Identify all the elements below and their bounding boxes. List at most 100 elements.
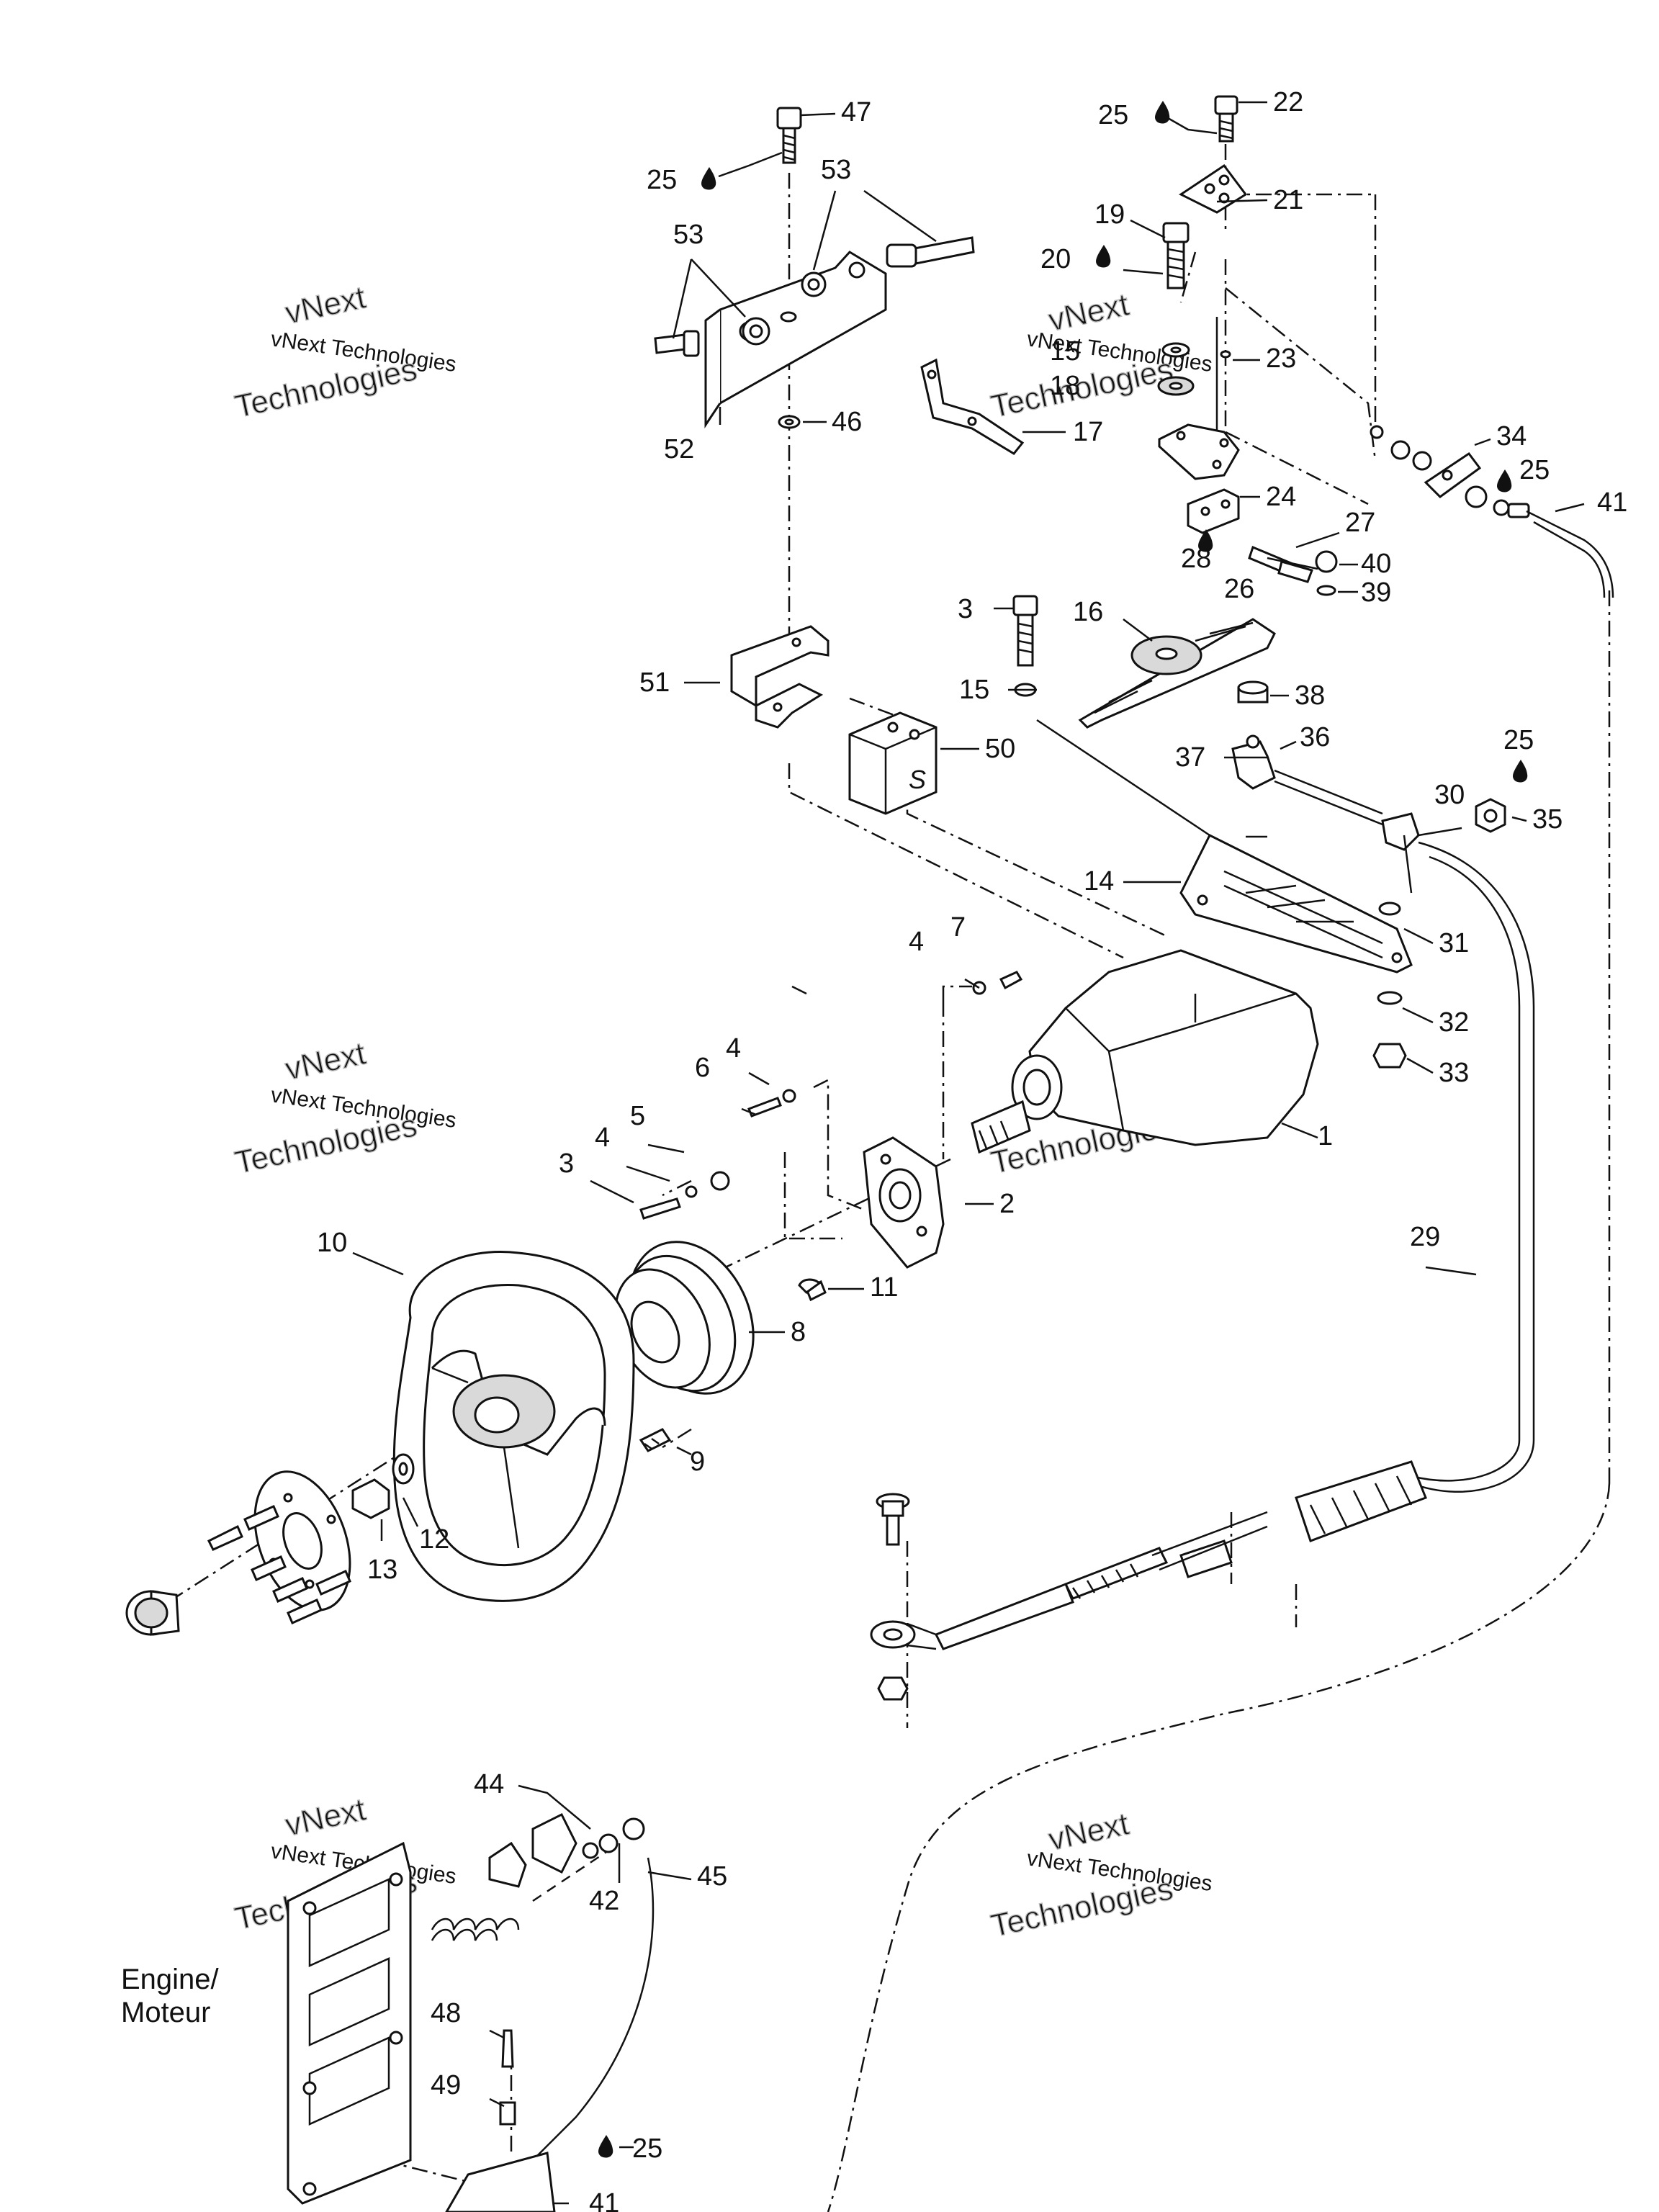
cable-41 — [1526, 510, 1614, 598]
callout-53: 53 — [821, 155, 851, 185]
watermark-mid-left: vNext vNext Technologies Technologies — [231, 1035, 458, 1182]
callout-27: 27 — [1345, 508, 1375, 538]
bracket-14 — [1179, 833, 1413, 974]
oil-drop-icon — [701, 167, 716, 190]
engine-label-line1: Engine/ — [121, 1964, 220, 1995]
callout-51: 51 — [639, 667, 670, 698]
callout-19: 19 — [1094, 199, 1125, 230]
callout-45: 45 — [697, 1861, 727, 1892]
stud-53 — [654, 236, 975, 357]
callout-14: 14 — [1084, 866, 1114, 896]
callout-53: 53 — [673, 220, 703, 250]
callout-25: 25 — [647, 165, 677, 195]
oil-drop-icon — [1513, 760, 1528, 783]
block-letter: S — [909, 765, 926, 794]
cable-41-engine — [445, 1857, 655, 2212]
callout-3: 3 — [958, 594, 973, 624]
callout-18: 18 — [1050, 371, 1080, 401]
plate-21 — [1179, 163, 1248, 214]
svg-text:Technologies: Technologies — [988, 351, 1176, 424]
hardware-31-32-33 — [1372, 902, 1407, 1069]
engine-block — [287, 1841, 412, 2205]
callout-25: 25 — [1098, 100, 1128, 130]
oil-drop-icon — [1096, 245, 1111, 268]
bracket-34 — [1370, 425, 1530, 518]
callout-2: 2 — [999, 1189, 1015, 1219]
callout-7: 7 — [950, 912, 966, 943]
callout-47: 47 — [841, 97, 871, 127]
callout-32: 32 — [1439, 1007, 1469, 1038]
oil-drop-icon — [1198, 529, 1213, 552]
callout-4: 4 — [595, 1123, 610, 1153]
callout-28: 28 — [1181, 544, 1211, 574]
washer-23 — [1220, 350, 1231, 359]
callout-15: 15 — [1050, 336, 1080, 367]
callout-20: 20 — [1040, 244, 1071, 274]
oil-drop-icon — [1155, 101, 1170, 124]
callout-25: 25 — [1519, 455, 1550, 485]
steering-wheel-10 — [392, 1251, 635, 1602]
callout-6: 6 — [695, 1053, 710, 1083]
linkage-arm — [488, 1812, 645, 1888]
block-24 — [1187, 488, 1240, 534]
plate-17 — [1158, 423, 1240, 480]
callout-4: 4 — [726, 1033, 741, 1064]
callout-49: 49 — [431, 2070, 461, 2100]
bolt-26 — [1248, 545, 1313, 583]
callout-13: 13 — [367, 1555, 397, 1585]
callout-31: 31 — [1439, 928, 1469, 958]
steering-cable-29 — [1411, 841, 1535, 1493]
nut-40-washer-39 — [1315, 550, 1338, 596]
pin-48-49 — [499, 2029, 516, 2126]
callout-26: 26 — [1224, 574, 1254, 604]
fitting-30 — [1381, 812, 1420, 894]
callout-4: 4 — [909, 927, 924, 957]
callout-35: 35 — [1532, 804, 1563, 835]
callout-9: 9 — [690, 1447, 705, 1477]
nut-35 — [1475, 798, 1506, 833]
callout-29: 29 — [1410, 1222, 1440, 1252]
callout-50: 50 — [985, 734, 1015, 764]
callout-41: 41 — [589, 2188, 619, 2212]
adapter-plate — [253, 1470, 351, 1611]
nut-53 — [742, 271, 827, 346]
callout-34: 34 — [1496, 421, 1527, 451]
screws-wheel — [207, 1505, 351, 1624]
callout-3: 3 — [559, 1148, 574, 1179]
callout-48: 48 — [431, 1998, 461, 2028]
callout-39: 39 — [1361, 577, 1391, 608]
oil-drop-icon — [1497, 469, 1512, 493]
callout-16: 16 — [1073, 597, 1103, 627]
bolt-9 — [639, 1428, 672, 1452]
spring — [431, 1917, 520, 1941]
cap-knob — [125, 1590, 180, 1636]
callout-24: 24 — [1266, 482, 1296, 512]
bracket-52 — [704, 251, 887, 428]
callout-17: 17 — [1073, 417, 1103, 447]
callout-30: 30 — [1434, 780, 1465, 810]
callout-38: 38 — [1295, 680, 1325, 711]
engine-label-line2: Moteur — [121, 1997, 211, 2028]
callout-5: 5 — [630, 1101, 645, 1131]
callout-15: 15 — [959, 675, 989, 705]
callout-8: 8 — [791, 1317, 806, 1347]
callout-11: 11 — [870, 1272, 898, 1303]
callout-33: 33 — [1439, 1058, 1469, 1088]
callout-42: 42 — [589, 1886, 619, 1916]
callout-44: 44 — [474, 1769, 504, 1799]
oil-drops — [598, 101, 1528, 2158]
callout-41: 41 — [1597, 487, 1627, 518]
helm-1 — [971, 949, 1319, 1154]
callout-21: 21 — [1273, 185, 1303, 215]
svg-text:vNext: vNext — [282, 279, 369, 331]
callout-25: 25 — [632, 2134, 662, 2164]
key-11 — [798, 1278, 822, 1294]
hub-8 — [614, 1241, 755, 1395]
bolt-22 — [1214, 95, 1238, 143]
block-50: S — [848, 711, 938, 815]
engine-label: Engine/ Moteur — [121, 1964, 220, 2028]
bracket-51 — [730, 625, 830, 729]
callout-36: 36 — [1300, 722, 1330, 752]
svg-text:Technologies: Technologies — [988, 1871, 1176, 1943]
